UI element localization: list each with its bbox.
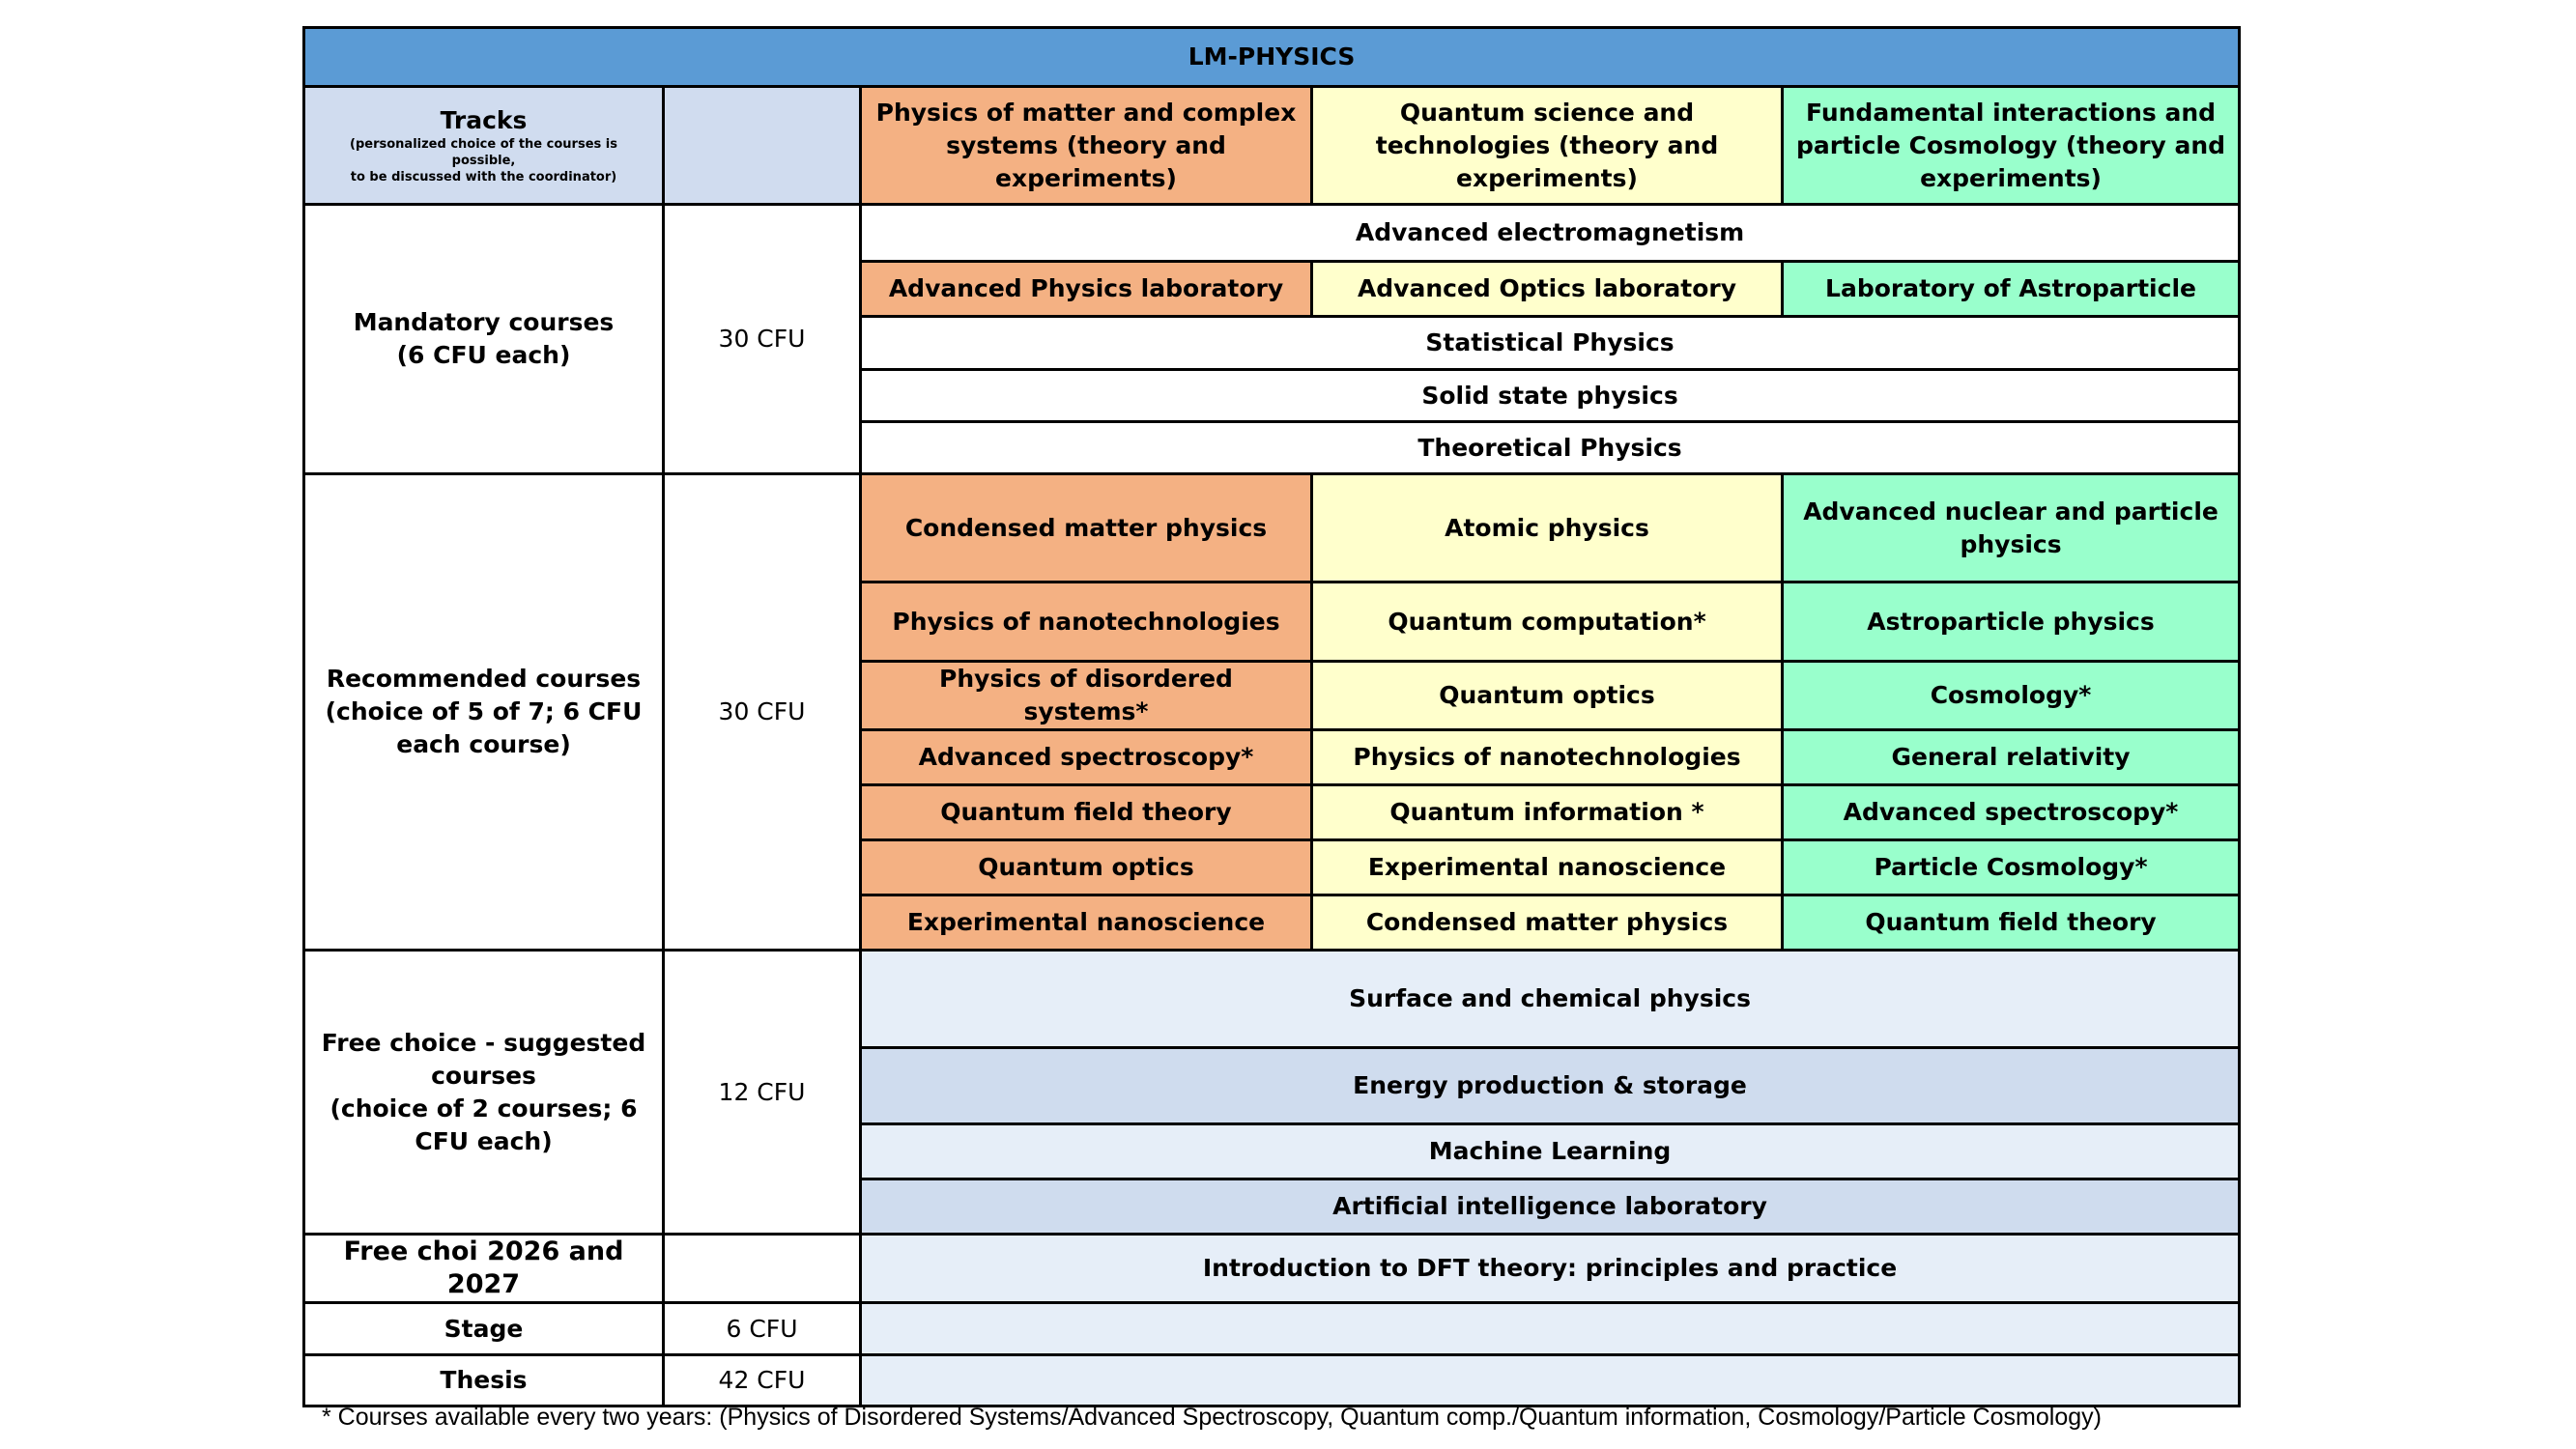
rec-quantum-7: Condensed matter physics <box>1310 894 1784 952</box>
course-statistical-physics: Statistical Physics <box>858 315 2242 371</box>
rec-matter-6: Quantum optics <box>859 838 1313 896</box>
recommended-row-3: Physics of disordered systems* Quantum o… <box>304 660 2242 731</box>
rec-quantum-1: Atomic physics <box>1310 472 1784 583</box>
recommended-cfu: 30 CFU <box>662 472 862 952</box>
lab-advanced-optics: Advanced Optics laboratory <box>1310 260 1784 318</box>
track-matter: Physics of matter and complex systems (t… <box>859 85 1313 206</box>
rec-quantum-2: Quantum computation* <box>1310 581 1784 663</box>
mandatory-row-3: Statistical Physics <box>304 315 2242 371</box>
free-course-machine-learning: Machine Learning <box>858 1122 2242 1180</box>
course-theoretical-physics: Theoretical Physics <box>858 420 2242 475</box>
free-choice-2026-row: Free choi 2026 and 2027 Introduction to … <box>302 1233 2242 1304</box>
recommended-row-6: Quantum optics Experimental nanoscience … <box>304 838 2242 896</box>
free-choice-cfu: 12 CFU <box>662 949 862 1236</box>
mandatory-label: Mandatory courses (6 CFU each) <box>302 203 665 475</box>
rec-matter-3: Physics of disordered systems* <box>859 660 1313 731</box>
rec-quantum-5: Quantum information * <box>1310 783 1784 841</box>
thesis-cfu: 42 CFU <box>662 1353 862 1407</box>
mandatory-label-line1: Mandatory courses <box>353 308 615 336</box>
tracks-label: Tracks <box>440 106 528 134</box>
free-choice-row-1: Free choice - suggested courses (choice … <box>302 949 2242 1236</box>
title-row: LM-PHYSICS <box>301 26 2242 88</box>
free-course-surface-chemical: Surface and chemical physics <box>858 949 2242 1049</box>
thesis-label: Thesis <box>302 1353 665 1407</box>
rec-quantum-6: Experimental nanoscience <box>1310 838 1784 896</box>
table-title: LM-PHYSICS <box>301 26 2242 88</box>
mandatory-row-2: Advanced Physics laboratory Advanced Opt… <box>304 260 2242 318</box>
stage-cfu: 6 CFU <box>662 1301 862 1356</box>
free-choice-2026-label: Free choi 2026 and 2027 <box>302 1233 665 1304</box>
rec-quantum-3: Quantum optics <box>1310 660 1784 731</box>
free-choice-row-4: Artificial intelligence laboratory <box>304 1178 2242 1236</box>
tracks-row: Tracks (personalized choice of the cours… <box>302 85 2242 206</box>
course-solid-state-physics: Solid state physics <box>858 368 2242 423</box>
course-advanced-electromagnetism: Advanced electromagnetism <box>858 203 2242 263</box>
rec-matter-7: Experimental nanoscience <box>859 894 1313 952</box>
free-choice-label-line2: (choice of 2 courses; 6 CFU each) <box>329 1094 638 1155</box>
thesis-empty <box>858 1353 2242 1407</box>
thesis-row: Thesis 42 CFU <box>302 1353 2242 1407</box>
track-fundamental: Fundamental interactions and particle Co… <box>1780 85 2242 206</box>
rec-fundamental-7: Quantum field theory <box>1780 894 2242 952</box>
recommended-row-1: Recommended courses (choice of 5 of 7; 6… <box>302 472 2242 952</box>
free-course-energy: Energy production & storage <box>858 1046 2242 1125</box>
rec-matter-2: Physics of nanotechnologies <box>859 581 1313 663</box>
tracks-header: Tracks (personalized choice of the cours… <box>302 85 665 206</box>
tracks-note-line1: (personalized choice of the courses is p… <box>350 137 617 168</box>
free-choice-row-2: Energy production & storage <box>304 1046 2242 1125</box>
mandatory-row-4: Solid state physics <box>304 368 2242 423</box>
lab-advanced-physics: Advanced Physics laboratory <box>859 260 1313 318</box>
stage-label: Stage <box>302 1301 665 1356</box>
free-course-ai-lab: Artificial intelligence laboratory <box>858 1178 2242 1236</box>
recommended-row-2: Physics of nanotechnologies Quantum comp… <box>304 581 2242 663</box>
rec-fundamental-4: General relativity <box>1780 728 2242 786</box>
rec-matter-4: Advanced spectroscopy* <box>859 728 1313 786</box>
tracks-note-line2: to be discussed with the coordinator) <box>350 170 617 185</box>
curriculum-table: LM-PHYSICS Tracks (personalized choice o… <box>301 26 2242 1407</box>
tracks-cfu-empty <box>662 85 862 206</box>
rec-matter-5: Quantum field theory <box>859 783 1313 841</box>
stage-empty <box>858 1301 2242 1356</box>
mandatory-label-line2: (6 CFU each) <box>396 341 571 369</box>
lab-astroparticle: Laboratory of Astroparticle <box>1780 260 2242 318</box>
track-quantum: Quantum science and technologies (theory… <box>1310 85 1784 206</box>
recommended-row-5: Quantum field theory Quantum information… <box>304 783 2242 841</box>
mandatory-row-1: Mandatory courses (6 CFU each) 30 CFU Ad… <box>302 203 2242 475</box>
recommended-row-4: Advanced spectroscopy* Physics of nanote… <box>304 728 2242 786</box>
rec-fundamental-5: Advanced spectroscopy* <box>1780 783 2242 841</box>
rec-quantum-4: Physics of nanotechnologies <box>1310 728 1784 786</box>
free-choice-row-3: Machine Learning <box>304 1122 2242 1180</box>
rec-fundamental-6: Particle Cosmology* <box>1780 838 2242 896</box>
mandatory-row-5: Theoretical Physics <box>304 420 2242 475</box>
free-choice-label: Free choice - suggested courses (choice … <box>302 949 665 1236</box>
mandatory-cfu: 30 CFU <box>662 203 862 475</box>
rec-fundamental-1: Advanced nuclear and particle physics <box>1780 472 2242 583</box>
rec-fundamental-3: Cosmology* <box>1780 660 2242 731</box>
free-choice-2026-cfu-empty <box>662 1233 862 1304</box>
stage-row: Stage 6 CFU <box>302 1301 2242 1356</box>
recommended-label: Recommended courses (choice of 5 of 7; 6… <box>302 472 665 952</box>
recommended-row-7: Experimental nanoscience Condensed matte… <box>304 894 2242 952</box>
rec-matter-1: Condensed matter physics <box>859 472 1313 583</box>
rec-fundamental-2: Astroparticle physics <box>1780 581 2242 663</box>
course-dft-theory: Introduction to DFT theory: principles a… <box>858 1233 2242 1304</box>
free-choice-label-line1: Free choice - suggested courses <box>321 1028 646 1090</box>
footnote: * Courses available every two years: (Ph… <box>322 1404 2102 1431</box>
